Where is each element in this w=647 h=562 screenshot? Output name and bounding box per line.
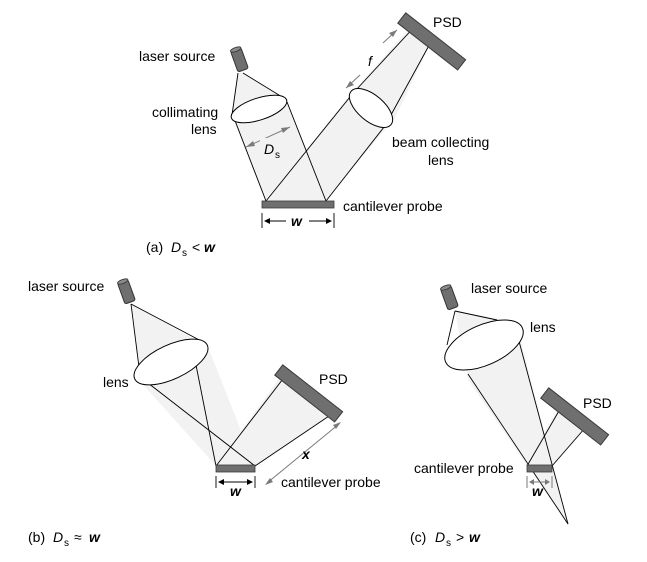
panel-b: laser source lens PSD x cantilever probe…: [28, 278, 381, 549]
label-laser-source-b: laser source: [28, 278, 104, 294]
label-psd-b: PSD: [319, 371, 348, 387]
label-laser-source-a: laser source: [139, 48, 215, 64]
laser-source-a: [230, 46, 249, 72]
laser-source-c: [440, 284, 459, 310]
beam-collecting-lens-a: [348, 88, 394, 128]
panel-a: laser source collimating lens PSD f D s …: [139, 12, 489, 259]
caption-c-s: s: [446, 538, 451, 549]
psd-a: [397, 12, 467, 71]
label-lens-b: lens: [103, 374, 129, 390]
label-width-w-a: w: [291, 213, 303, 229]
caption-a-D: D: [171, 239, 181, 255]
caption-b-w: w: [89, 529, 101, 545]
psd-b: [274, 364, 344, 423]
label-width-w-c: w: [532, 483, 544, 499]
caption-b-D: D: [53, 529, 63, 545]
label-focal-length-f: f: [368, 53, 374, 69]
caption-c-prefix: (c): [410, 529, 426, 545]
caption-b-prefix: (b): [28, 529, 45, 545]
caption-c-D: D: [435, 529, 445, 545]
laser-source-b: [117, 278, 136, 304]
caption-b-s: s: [64, 538, 69, 549]
label-collimating-a: collimating: [152, 104, 218, 120]
label-beam-collecting-a: beam collecting: [392, 134, 489, 150]
label-width-w-b: w: [230, 483, 242, 499]
reflected-beam-a: [265, 22, 432, 201]
label-psd-c: PSD: [583, 395, 612, 411]
collimating-lens-a: [230, 94, 288, 124]
label-beam-diameter-sub-s: s: [275, 150, 280, 161]
incident-beam-b: [131, 304, 255, 466]
caption-b-relation: ≈: [74, 529, 82, 545]
label-cantilever-probe-c: cantilever probe: [414, 460, 514, 476]
panel-c: laser source lens PSD cantilever probe w…: [410, 280, 612, 549]
caption-c-relation: >: [456, 529, 464, 545]
label-beam-collecting-lens-a: lens: [428, 152, 454, 168]
lens-b: [133, 338, 209, 386]
label-beam-diameter-D: D: [264, 141, 274, 157]
label-collimating-lens-a: lens: [191, 121, 217, 137]
cantilever-probe-b: [215, 464, 256, 473]
label-laser-source-c: laser source: [471, 280, 547, 296]
label-distance-x: x: [301, 446, 311, 462]
caption-a-relation: <: [192, 239, 200, 255]
cantilever-probe-c: [526, 464, 553, 473]
caption-c-w: w: [469, 529, 481, 545]
caption-a-prefix: (a): [146, 239, 163, 255]
label-cantilever-probe-b: cantilever probe: [281, 474, 381, 490]
label-psd-a: PSD: [433, 14, 462, 30]
caption-a-w: w: [204, 239, 216, 255]
caption-a-s: s: [182, 248, 187, 259]
cantilever-probe-a: [261, 200, 335, 209]
lens-c: [444, 319, 524, 371]
psd-c: [540, 387, 610, 446]
label-cantilever-probe-a: cantilever probe: [343, 198, 443, 214]
label-lens-c: lens: [530, 319, 556, 335]
